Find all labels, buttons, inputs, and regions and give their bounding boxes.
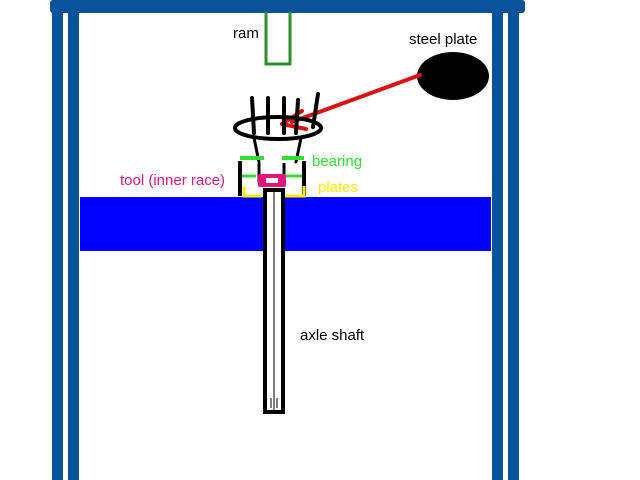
press-frame bbox=[50, 0, 525, 480]
tool-label: tool (inner race) bbox=[120, 172, 225, 189]
axle-shaft-label: axle shaft bbox=[300, 327, 365, 344]
support-plates bbox=[242, 186, 306, 198]
press-table bbox=[80, 197, 491, 251]
plates-label: plates bbox=[318, 179, 358, 196]
bearing bbox=[238, 156, 306, 196]
frame-right-post-outer bbox=[508, 10, 519, 480]
puller-fixture bbox=[233, 92, 323, 164]
axle-shaft bbox=[263, 188, 285, 414]
ram-label: ram bbox=[233, 25, 259, 42]
frame-left-post-inner bbox=[68, 10, 79, 480]
frame-right-post-inner bbox=[492, 10, 503, 480]
steel-plate bbox=[417, 52, 489, 100]
ram bbox=[264, 12, 292, 66]
bearing-label: bearing bbox=[312, 153, 362, 170]
tool-inner-race bbox=[258, 174, 286, 187]
steel-plate-label: steel plate bbox=[409, 31, 477, 48]
frame-top-beam bbox=[50, 0, 525, 13]
frame-left-post-outer bbox=[52, 10, 63, 480]
